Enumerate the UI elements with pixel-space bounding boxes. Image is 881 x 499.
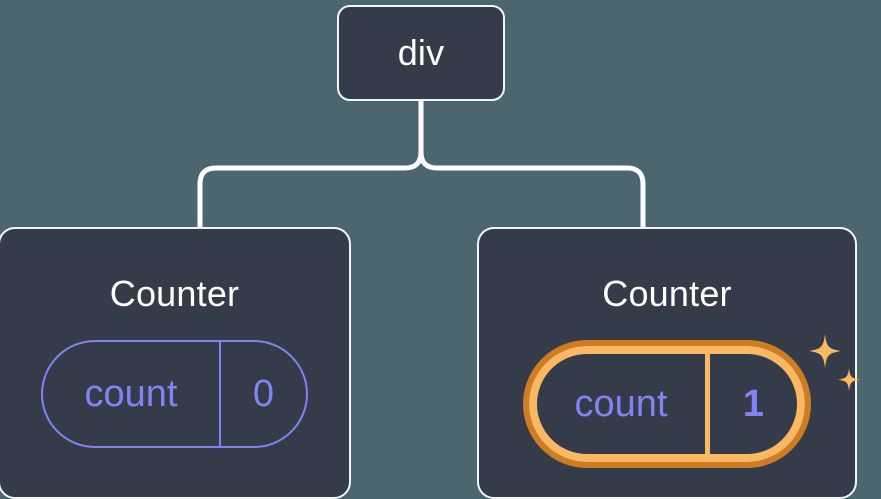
node-div[interactable]: div bbox=[337, 5, 505, 101]
state-pill-right-highlight-ring: count 1 bbox=[523, 340, 811, 468]
sparkle-icon-small bbox=[838, 368, 860, 391]
state-pill-right[interactable]: count 1 bbox=[529, 346, 805, 462]
node-div-label: div bbox=[397, 32, 445, 73]
state-value-left: 0 bbox=[219, 342, 306, 446]
connector-branch-left bbox=[197, 149, 424, 232]
state-pill-left[interactable]: count 0 bbox=[41, 340, 308, 448]
connector-branch-right bbox=[418, 149, 646, 232]
node-counter-left-title: Counter bbox=[109, 273, 240, 314]
sparkle-icon-large bbox=[809, 334, 841, 368]
state-key-left: count bbox=[84, 373, 178, 415]
node-counter-left[interactable]: Counter count 0 bbox=[0, 227, 351, 499]
state-value-right: 1 bbox=[705, 354, 797, 454]
node-counter-right-title: Counter bbox=[602, 273, 732, 314]
node-counter-right[interactable]: Counter count 1 bbox=[477, 227, 860, 499]
state-pill-left-wrap: count 0 bbox=[41, 340, 308, 448]
state-pill-right-wrap: count 1 bbox=[523, 334, 860, 468]
state-key-right: count bbox=[574, 383, 668, 425]
